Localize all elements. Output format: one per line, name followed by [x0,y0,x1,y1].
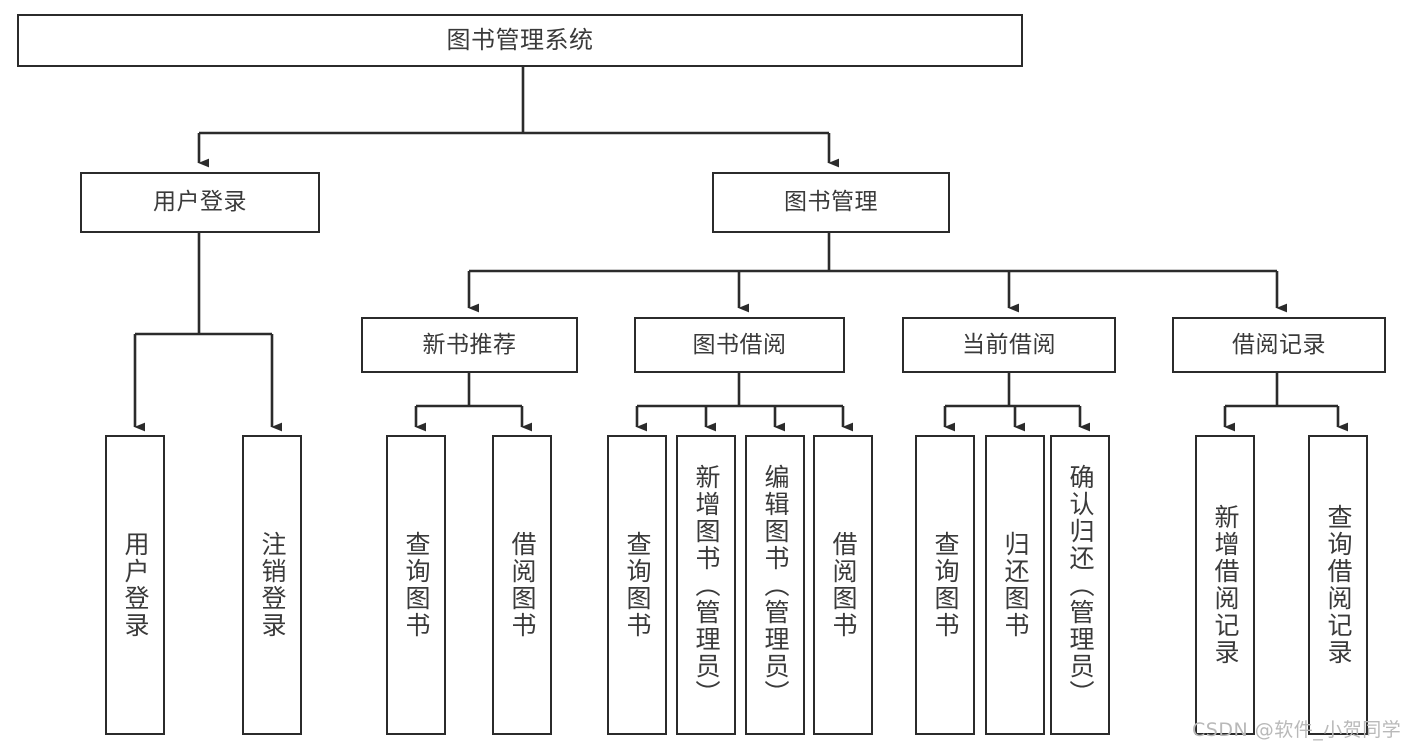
node-label: 确认归还（管理员） [1066,463,1095,707]
leaf-return-book[interactable]: 归还图书 [985,435,1045,735]
leaf-query-borrow-record[interactable]: 查询借阅记录 [1308,435,1368,735]
leaf-query-book-borrow[interactable]: 查询图书 [607,435,667,735]
node-label: 当前借阅 [962,331,1056,358]
leaf-query-book-current[interactable]: 查询图书 [915,435,975,735]
leaf-borrow-book-new-recommend[interactable]: 借阅图书 [492,435,552,735]
leaf-query-book-new-recommend[interactable]: 查询图书 [386,435,446,735]
node-current-borrow[interactable]: 当前借阅 [902,317,1116,373]
node-label: 归还图书 [1001,531,1030,639]
leaf-logout-login[interactable]: 注销登录 [242,435,302,735]
leaf-add-book-admin[interactable]: 新增图书（管理员） [676,435,736,735]
node-label: 用户登录 [121,531,150,639]
node-label: 新增图书（管理员） [692,463,721,707]
node-label: 借阅记录 [1232,331,1326,358]
node-label: 注销登录 [258,531,287,639]
node-book-management[interactable]: 图书管理 [712,172,950,233]
node-label: 图书管理系统 [446,25,594,54]
leaf-add-borrow-record[interactable]: 新增借阅记录 [1195,435,1255,735]
node-label: 查询图书 [623,531,652,639]
node-borrow-record[interactable]: 借阅记录 [1172,317,1386,373]
node-label: 编辑图书（管理员） [761,463,790,707]
csdn-watermark: CSDN @软件_小贺同学 [1192,719,1402,741]
node-label: 用户登录 [153,189,247,216]
node-label: 借阅图书 [508,531,537,639]
node-label: 查询图书 [931,531,960,639]
leaf-user-login[interactable]: 用户登录 [105,435,165,735]
node-user-login[interactable]: 用户登录 [80,172,320,233]
node-book-borrow[interactable]: 图书借阅 [634,317,845,373]
node-label: 新书推荐 [422,331,517,358]
node-label: 新增借阅记录 [1211,504,1240,666]
node-label: 图书借阅 [692,331,787,358]
node-label: 图书管理 [784,189,878,216]
node-label: 查询图书 [402,531,431,639]
leaf-edit-book-admin[interactable]: 编辑图书（管理员） [745,435,805,735]
node-label: 借阅图书 [829,531,858,639]
leaf-confirm-return-admin[interactable]: 确认归还（管理员） [1050,435,1110,735]
node-new-book-recommend[interactable]: 新书推荐 [361,317,578,373]
node-root-book-management-system[interactable]: 图书管理系统 [17,14,1023,67]
node-label: 查询借阅记录 [1324,504,1353,666]
leaf-borrow-book-borrow[interactable]: 借阅图书 [813,435,873,735]
